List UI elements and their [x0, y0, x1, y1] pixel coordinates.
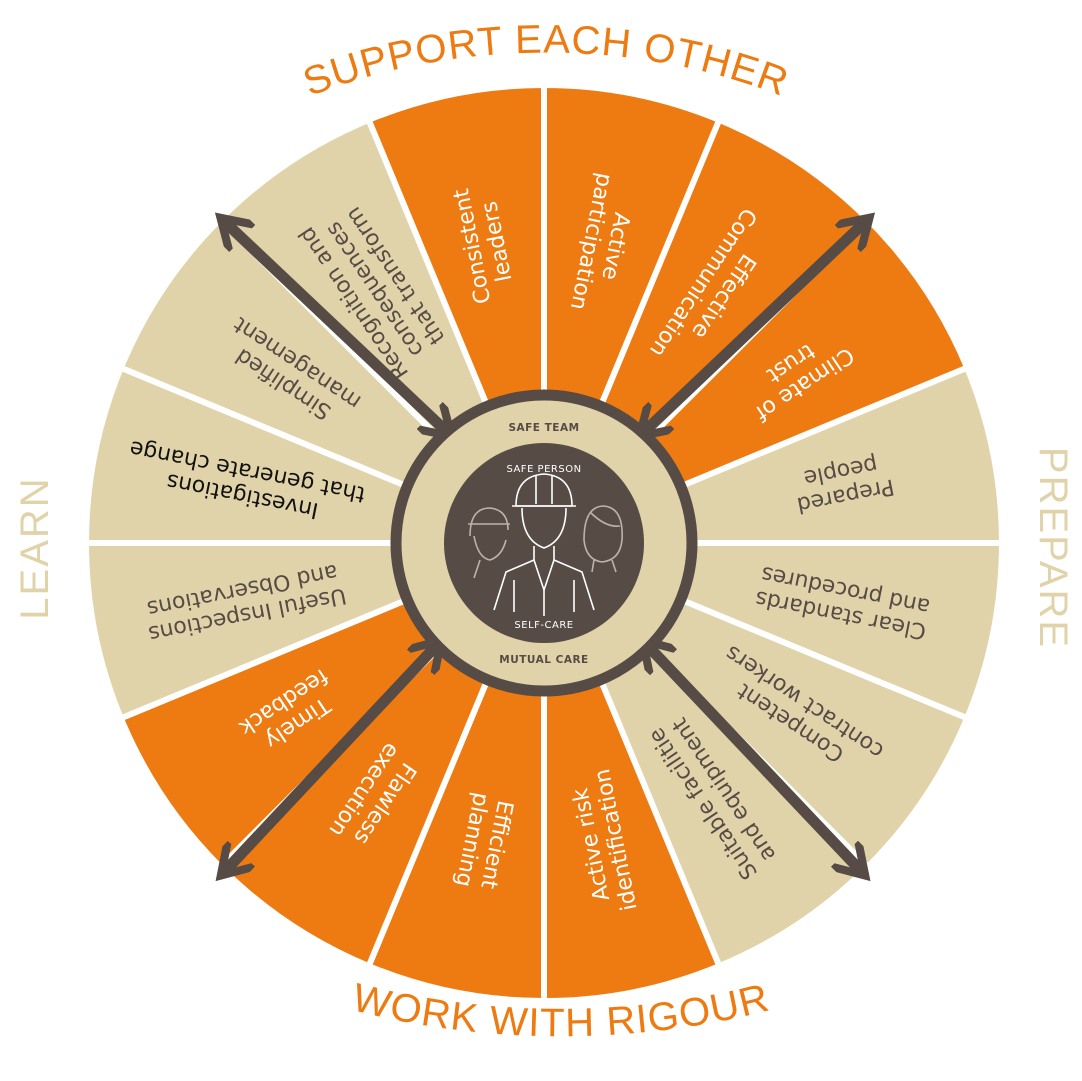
mutual-care-label: MUTUAL CARE [499, 654, 588, 666]
heading-learn: LEARN [13, 476, 57, 619]
hub-core [444, 443, 644, 643]
heading-prepare: PREPARE [1031, 447, 1075, 649]
arrow-sw [226, 646, 436, 870]
safe-team-label: SAFE TEAM [508, 422, 579, 434]
safe-person-label: SAFE PERSON [506, 464, 581, 475]
arrow-se [648, 646, 860, 870]
arrow-nw [226, 223, 446, 431]
center-hub: SAFE TEAM MUTUAL CARE SAFE PERSON SELF-C… [390, 389, 698, 697]
segment-label-efficient-planning: Efficientplanning [450, 790, 518, 893]
workers-helmet-icon [468, 473, 623, 616]
arrow-ne [645, 223, 864, 431]
self-care-label: SELF-CARE [514, 620, 573, 631]
double-arrows [226, 223, 864, 870]
